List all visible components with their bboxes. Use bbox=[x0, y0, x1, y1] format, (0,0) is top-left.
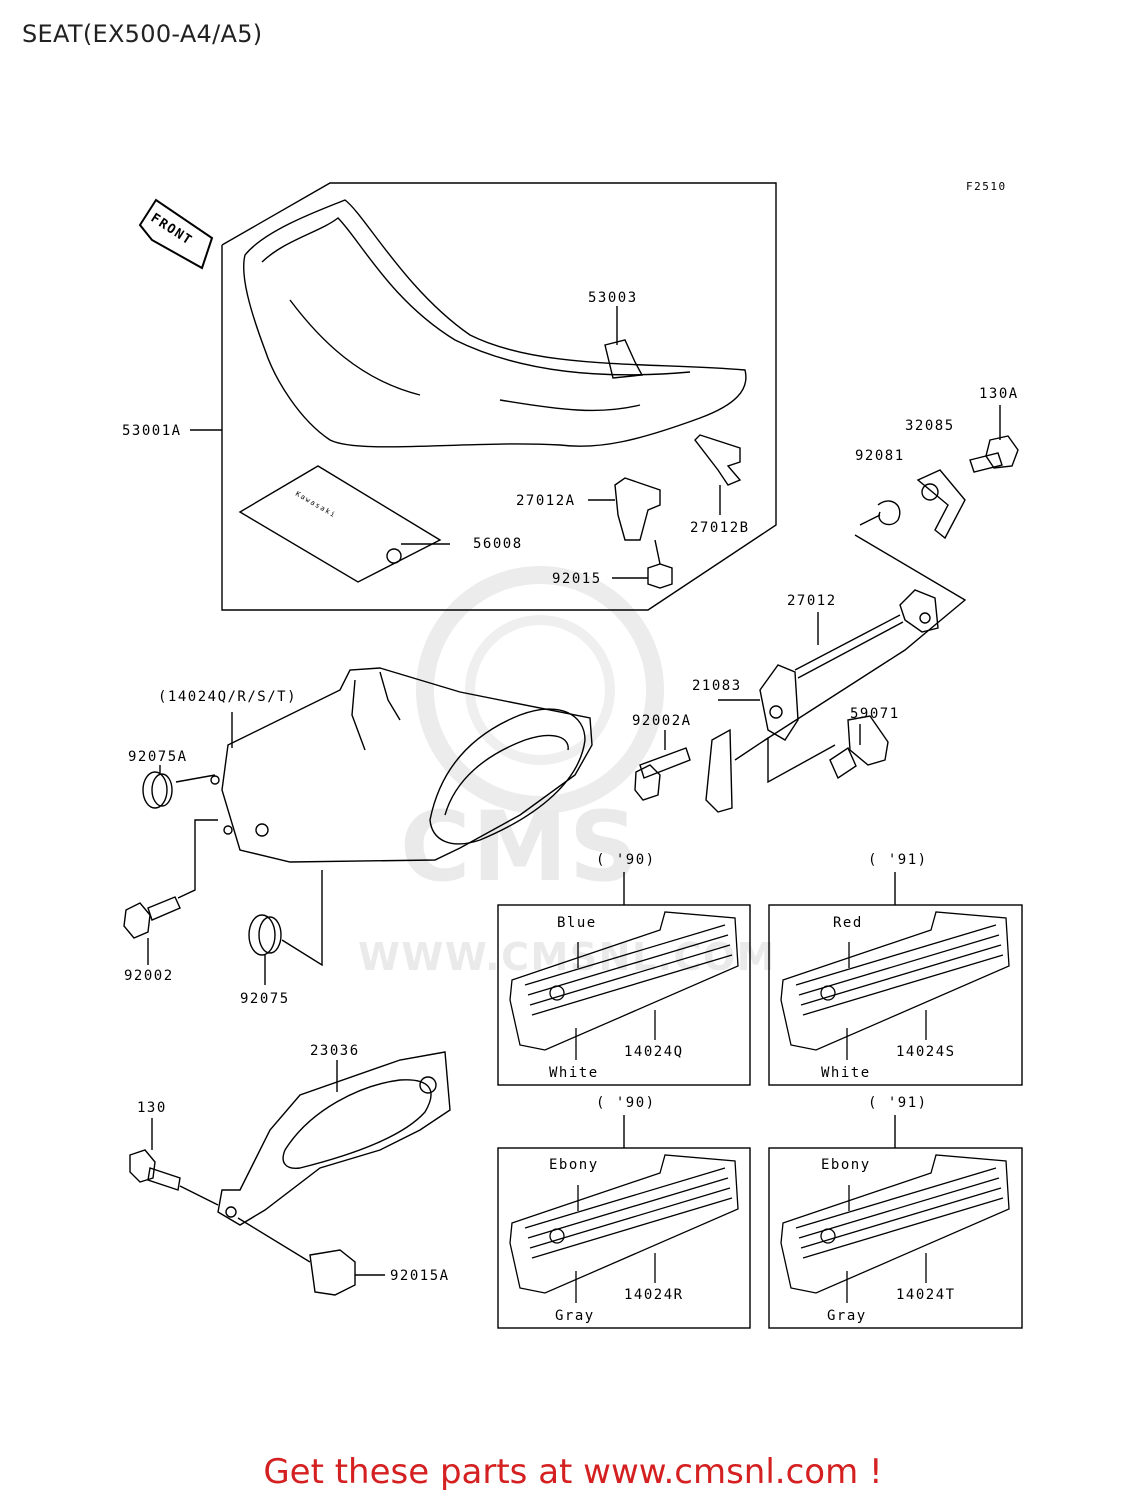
variant-q-year: ( '90) bbox=[596, 852, 656, 868]
label-27012B: 27012B bbox=[690, 520, 750, 536]
label-21083: 21083 bbox=[692, 678, 742, 694]
bracket-27012B bbox=[694, 434, 742, 486]
plate-23036 bbox=[217, 1051, 451, 1226]
clip-59071 bbox=[847, 715, 889, 766]
plate-21083 bbox=[759, 664, 799, 741]
label-59071: 59071 bbox=[850, 706, 900, 722]
label-92015A: 92015A bbox=[390, 1268, 450, 1284]
spring-92081 bbox=[877, 500, 901, 526]
clip-92015A bbox=[309, 1249, 356, 1296]
variant-s-year: ( '91) bbox=[868, 852, 928, 868]
bolt-92002A bbox=[639, 747, 691, 779]
label-56008: 56008 bbox=[473, 536, 523, 552]
label-92002: 92002 bbox=[124, 968, 174, 984]
label-130: 130 bbox=[137, 1100, 167, 1116]
variant-q-top-color: Blue bbox=[557, 915, 597, 931]
variant-r-top-color: Ebony bbox=[549, 1157, 599, 1173]
page-title: SEAT(EX500-A4/A5) bbox=[22, 20, 263, 48]
watermark: CMS WWW.CMSNL.COM bbox=[358, 566, 775, 979]
seat-inner-line bbox=[261, 217, 691, 376]
label-14024-group: (14024Q/R/S/T) bbox=[158, 689, 297, 705]
label-27012: 27012 bbox=[787, 593, 837, 609]
label-53003: 53003 bbox=[588, 290, 638, 306]
variant-r-year: ( '90) bbox=[596, 1095, 656, 1111]
label-92081: 92081 bbox=[855, 448, 905, 464]
figure-code: F2510 bbox=[966, 180, 1007, 193]
variant-q-bottom-color: White bbox=[549, 1065, 599, 1081]
bolt-130A bbox=[969, 452, 1003, 473]
label-92015: 92015 bbox=[552, 571, 602, 587]
variant-r-bottom-color: Gray bbox=[555, 1308, 595, 1324]
label-53001A: 53001A bbox=[122, 423, 182, 439]
label-32085: 32085 bbox=[905, 418, 955, 434]
label-14024S: 14024S bbox=[896, 1044, 956, 1060]
watermark-brand: CMS bbox=[400, 791, 640, 903]
footer-cta-link[interactable]: Get these parts at www.cmsnl.com ! bbox=[263, 1452, 883, 1492]
front-arrow bbox=[138, 198, 214, 270]
manual-56008 bbox=[238, 465, 442, 583]
label-130A: 130A bbox=[979, 386, 1019, 402]
side-covers bbox=[509, 911, 1010, 1303]
seat-sticker: Kawasaki bbox=[294, 490, 338, 520]
label-92075A: 92075A bbox=[128, 749, 188, 765]
seat-outline bbox=[243, 199, 747, 448]
bracket-27012A bbox=[614, 477, 661, 541]
grommet-92075 bbox=[248, 914, 276, 956]
latch-32085 bbox=[916, 469, 966, 540]
variant-s-top-color: Red bbox=[833, 915, 863, 931]
clip-53003 bbox=[604, 339, 644, 379]
front-arrow-label: FRONT bbox=[148, 211, 195, 249]
label-14024T: 14024T bbox=[896, 1287, 956, 1303]
tail-cover bbox=[221, 667, 593, 863]
label-27012A: 27012A bbox=[516, 493, 576, 509]
bolt-130 bbox=[147, 1167, 181, 1191]
label-23036: 23036 bbox=[310, 1043, 360, 1059]
seat-group-frame bbox=[221, 182, 777, 611]
nut-92015 bbox=[647, 563, 673, 589]
variant-t-top-color: Ebony bbox=[821, 1157, 871, 1173]
bolt-92002 bbox=[147, 896, 181, 921]
label-14024R: 14024R bbox=[624, 1287, 684, 1303]
grommet-92075A bbox=[142, 771, 168, 809]
variant-s-bottom-color: White bbox=[821, 1065, 871, 1081]
label-92002A: 92002A bbox=[632, 713, 692, 729]
cable-27012 bbox=[794, 614, 904, 679]
variant-t-bottom-color: Gray bbox=[827, 1308, 867, 1324]
latch-frame bbox=[764, 534, 967, 741]
variant-t-year: ( '91) bbox=[868, 1095, 928, 1111]
label-92075: 92075 bbox=[240, 991, 290, 1007]
label-14024Q: 14024Q bbox=[624, 1044, 684, 1060]
